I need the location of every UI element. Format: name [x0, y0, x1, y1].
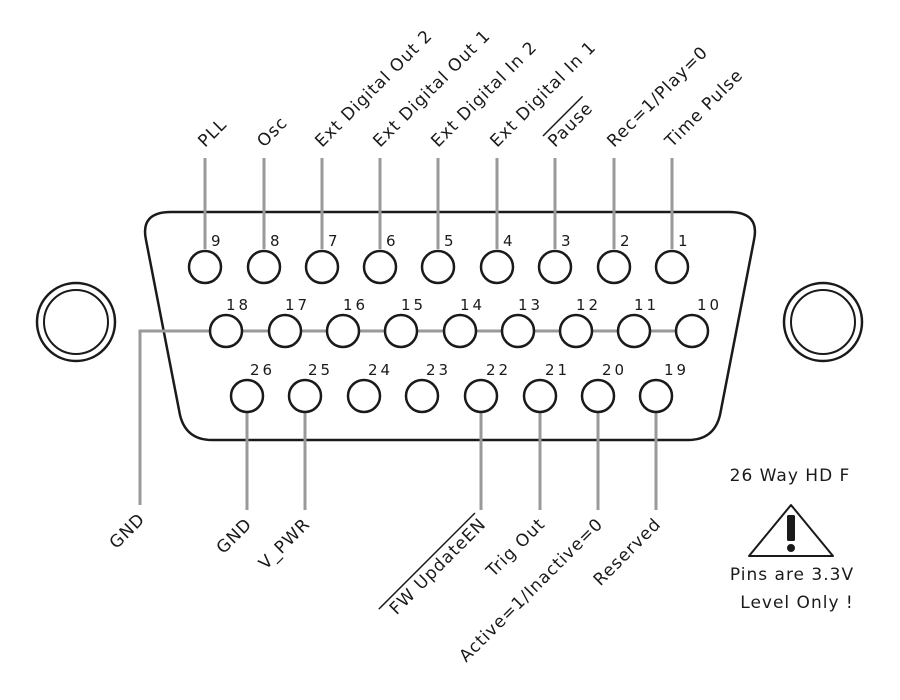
pin-number: 25: [308, 361, 333, 379]
signal-label-ext-digital-in-2: Ext Digital In 2: [427, 37, 541, 151]
warning-note: 26 Way HD F Pins are 3.3V Level Only !: [730, 466, 854, 613]
pin-12: [558, 313, 594, 349]
pin-16: [325, 313, 361, 349]
pin-number: 4: [503, 232, 516, 250]
pin-number: 19: [664, 361, 689, 379]
signal-label-pll: PLL: [194, 115, 231, 152]
signal-label-rec-play: Rec=1/Play=0: [603, 43, 712, 152]
pin-11: [616, 313, 652, 349]
signal-label-pause: Pause: [544, 99, 597, 152]
pin-number: 10: [697, 296, 722, 314]
signal-label-v-pwr: V_PWR: [255, 514, 314, 573]
pin-numbers-bottom: 26 25 24 23 22 21 20 19: [250, 361, 689, 379]
pin-number: 17: [285, 296, 310, 314]
pin-25: [287, 378, 323, 414]
pin-4: [479, 249, 515, 285]
pause-overline: [542, 95, 584, 137]
pin-number: 23: [426, 361, 451, 379]
pin-number: 12: [576, 296, 601, 314]
pin-18: [208, 313, 244, 349]
pin-number: 22: [486, 361, 511, 379]
signal-label-osc: Osc: [253, 113, 292, 152]
bottom-leads: [245, 396, 658, 510]
pin-number: 20: [602, 361, 627, 379]
connector-shell: [143, 210, 757, 442]
pin-22: [463, 378, 499, 414]
pin-2: [596, 249, 632, 285]
pin-23: [404, 378, 440, 414]
warning-icon: [748, 504, 834, 557]
signal-label-gnd: GND: [213, 514, 257, 558]
warning-line-1: Pins are 3.3V: [730, 565, 854, 585]
signal-label-fw-update-en: FW UpdateEN: [386, 514, 491, 619]
pins-middle-row: [208, 313, 710, 349]
pin-numbers-middle: 18 17 16 15 14 13 12 11 10: [226, 296, 722, 314]
mounting-hole-right: [782, 281, 864, 363]
signal-label-gnd-bus: GND: [106, 509, 150, 553]
pin-5: [420, 249, 456, 285]
warning-line-2: Level Only !: [740, 593, 853, 613]
pin-7: [304, 249, 340, 285]
signal-label-ext-digital-in-1: Ext Digital In 1: [486, 37, 600, 151]
pin-13: [500, 313, 536, 349]
mounting-hole-left: [35, 281, 117, 363]
pin-numbers-top: 9 8 7 6 5 4 3 2 1: [211, 232, 691, 250]
pin-26: [229, 378, 265, 414]
pin-number: 16: [343, 296, 368, 314]
connector-type-label: 26 Way HD F: [730, 466, 851, 486]
pin-10: [674, 313, 710, 349]
pin-number: 13: [518, 296, 543, 314]
top-signal-labels: PLL Osc Ext Digital Out 2 Ext Digital Ou…: [194, 26, 747, 152]
pin-number: 24: [368, 361, 393, 379]
pin-6: [362, 249, 398, 285]
pin-number: 2: [620, 232, 633, 250]
pin-number: 21: [545, 361, 570, 379]
pin-number: 15: [401, 296, 426, 314]
top-leads: [203, 158, 674, 249]
pin-1: [654, 249, 690, 285]
pin-number: 5: [444, 232, 457, 250]
pin-number: 11: [634, 296, 659, 314]
pin-15: [383, 313, 419, 349]
gnd-bus: [138, 329, 690, 505]
pin-24: [346, 378, 382, 414]
pin-9: [187, 249, 223, 285]
pin-21: [522, 378, 558, 414]
pin-number: 26: [250, 361, 275, 379]
fw-update-overline: [378, 512, 476, 610]
pin-number: 6: [386, 232, 399, 250]
pin-8: [246, 249, 282, 285]
pin-number: 1: [678, 232, 691, 250]
pin-3: [537, 249, 573, 285]
pin-number: 18: [226, 296, 251, 314]
pin-number: 14: [460, 296, 485, 314]
pins-bottom-row: [229, 378, 674, 414]
pins-top-row: [187, 249, 690, 285]
pin-number: 3: [561, 232, 574, 250]
pin-number: 8: [270, 232, 283, 250]
pin-19: [638, 378, 674, 414]
pin-20: [580, 378, 616, 414]
pin-number: 7: [328, 232, 341, 250]
bottom-signal-labels: GND GND V_PWR FW UpdateEN Trig Out Activ…: [106, 509, 666, 666]
pin-17: [267, 313, 303, 349]
pin-number: 9: [211, 232, 224, 250]
pin-14: [442, 313, 478, 349]
